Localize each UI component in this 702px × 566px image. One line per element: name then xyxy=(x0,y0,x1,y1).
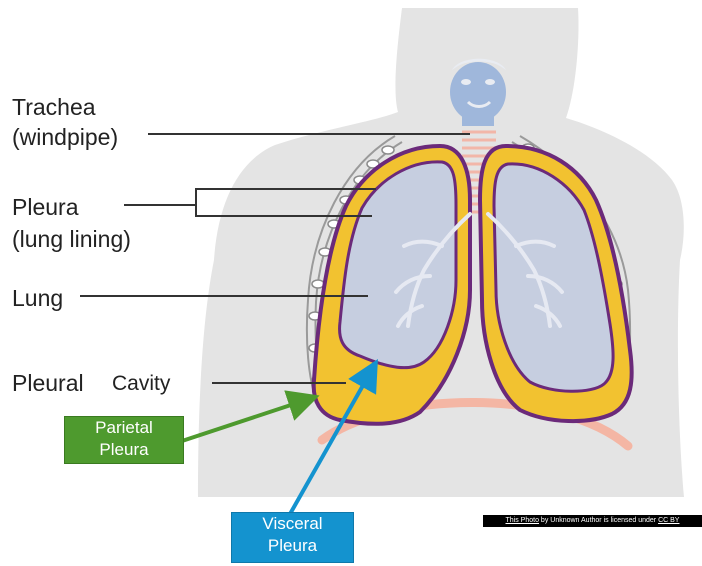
trachea-label: Trachea xyxy=(12,92,96,122)
pleura-sublabel: (lung lining) xyxy=(12,224,131,254)
photo-link[interactable]: This Photo xyxy=(506,517,539,524)
attribution-bar: This Photo by Unknown Author is licensed… xyxy=(483,515,702,527)
pleura-label: Pleura xyxy=(12,192,78,222)
visceral-pleura-callout: Visceral Pleura xyxy=(231,512,354,563)
visceral-line2: Pleura xyxy=(232,535,353,557)
parietal-line1: Parietal xyxy=(65,417,183,439)
parietal-pleura-callout: Parietal Pleura xyxy=(64,416,184,464)
lung-label: Lung xyxy=(12,283,63,313)
pleural-label: Pleural xyxy=(12,368,84,398)
license-link[interactable]: CC BY xyxy=(658,517,679,524)
cavity-label: Cavity xyxy=(112,369,170,399)
parietal-line2: Pleura xyxy=(65,439,183,461)
attribution-text: by Unknown Author is licensed under xyxy=(539,517,658,524)
visceral-line1: Visceral xyxy=(232,513,353,535)
trachea-sublabel: (windpipe) xyxy=(12,122,118,152)
